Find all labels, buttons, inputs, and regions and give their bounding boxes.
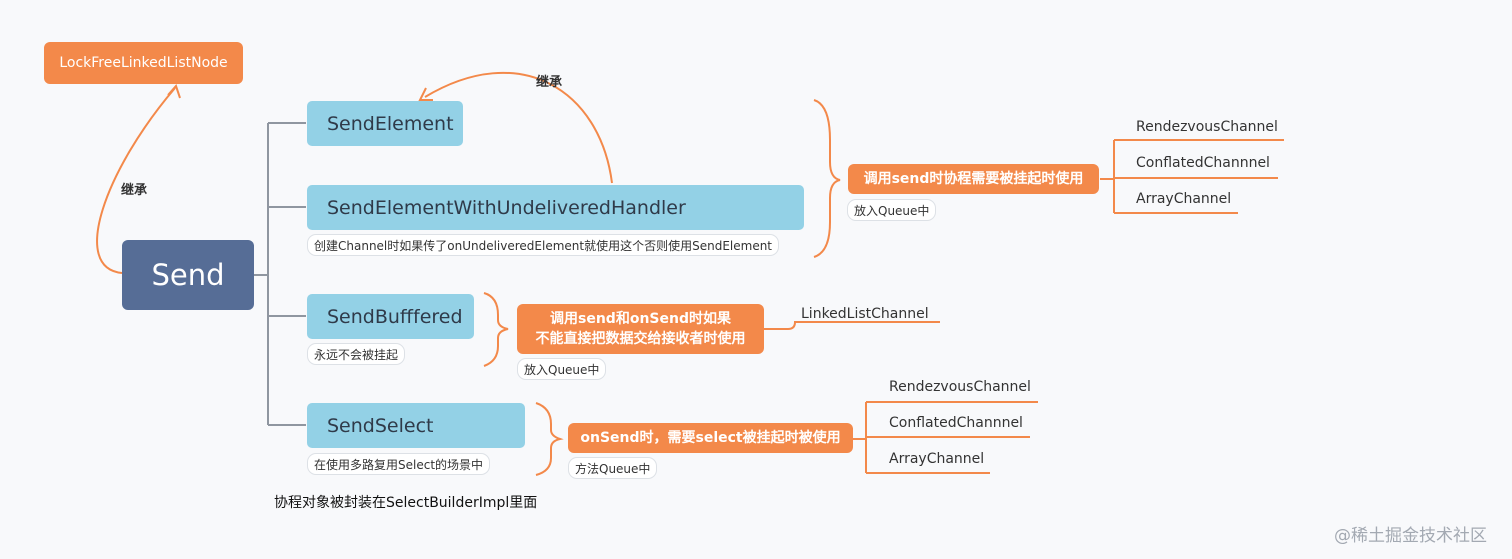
channel-rendezvous-1[interactable]: RendezvousChannel	[1136, 119, 1278, 135]
footnote: 协程对象被封装在SelectBuilderImpl里面	[274, 495, 538, 511]
note-send-buffered: 永远不会被挂起	[307, 343, 406, 365]
channel-conflated-1[interactable]: ConflatedChannnel	[1136, 155, 1270, 171]
watermark: @稀土掘金技术社区	[1334, 526, 1487, 546]
inherit-arrow-top	[418, 87, 433, 101]
topic-send-buffered[interactable]: SendBufffered	[307, 294, 474, 339]
channel-linked-list[interactable]: LinkedListChannel	[801, 306, 929, 322]
topic-send-select[interactable]: SendSelect	[307, 403, 525, 448]
group-buffered-label[interactable]: 调用send和onSend时如果 不能直接把数据交给接收者时使用	[517, 304, 764, 354]
brace-buffered	[483, 292, 509, 367]
inherit-label-top: 继承	[536, 75, 563, 90]
topic-send-element-with-handler[interactable]: SendElementWithUndeliveredHandler	[307, 185, 804, 230]
note-send-select: 在使用多路复用Select的场景中	[307, 453, 491, 475]
group-suspend-note: 放入Queue中	[847, 199, 937, 221]
inherit-label-left: 继承	[121, 183, 148, 198]
fan-select	[853, 401, 1038, 474]
inherit-arrow-left	[167, 84, 181, 99]
inherit-curve-top	[424, 71, 613, 184]
fan-suspend	[1100, 139, 1284, 214]
group-buffered-note: 放入Queue中	[517, 358, 607, 380]
note-send-element-with-handler: 创建Channel时如果传了onUndeliveredElement就使用这个否…	[307, 234, 780, 256]
group-select-label[interactable]: onSend时，需要select被挂起时被使用	[568, 423, 853, 453]
topic-send-element[interactable]: SendElement	[307, 101, 463, 146]
root-node-send[interactable]: Send	[122, 240, 254, 310]
fan-buffered	[764, 321, 940, 330]
parent-class-node[interactable]: LockFreeLinkedListNode	[44, 42, 243, 84]
channel-conflated-2[interactable]: ConflatedChannnel	[889, 415, 1023, 431]
inherit-curve-left	[96, 87, 176, 274]
channel-array-1[interactable]: ArrayChannel	[1136, 191, 1232, 207]
group-buffered-label-line2: 不能直接把数据交给接收者时使用	[535, 331, 746, 347]
channel-rendezvous-2[interactable]: RendezvousChannel	[889, 379, 1031, 395]
channel-array-2[interactable]: ArrayChannel	[889, 451, 985, 467]
brace-suspend	[813, 99, 841, 258]
group-suspend-label[interactable]: 调用send时协程需要被挂起时使用	[848, 164, 1099, 194]
group-select-note: 方法Queue中	[568, 457, 658, 479]
group-buffered-label-line1: 调用send和onSend时如果	[550, 311, 731, 327]
root-to-branches-connector	[254, 122, 306, 426]
brace-select	[535, 402, 564, 476]
